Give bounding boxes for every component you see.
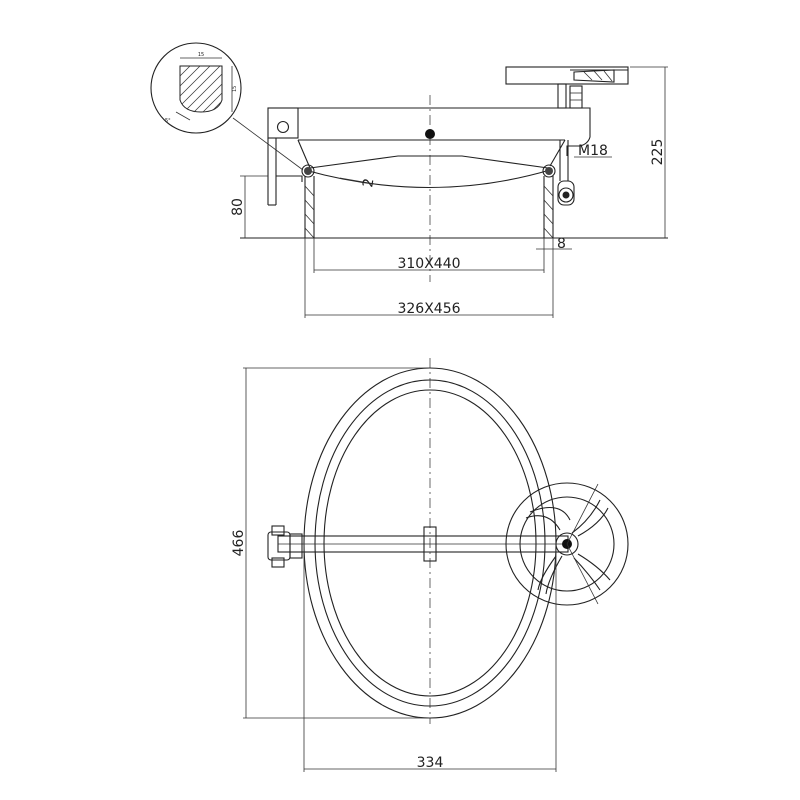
swing-bolt: [557, 140, 575, 206]
dim-2-label: 2: [360, 177, 377, 189]
dim-466-label: 466: [231, 530, 247, 557]
gasket-detail: 15 15 5°: [150, 42, 242, 134]
dim-outer-opening: 326X456: [304, 238, 554, 318]
handwheel-side: [505, 66, 629, 109]
neck: [304, 176, 554, 239]
dim-334-label: 334: [417, 755, 444, 771]
dim-225: 225: [630, 66, 668, 238]
detail-width-label: 15: [198, 52, 204, 58]
dim-334: 334: [303, 543, 557, 772]
detail-leader: [232, 117, 304, 171]
center-bolt: [425, 129, 435, 139]
dim-466: 466: [231, 367, 430, 719]
hinge-pin: [276, 120, 290, 134]
detail-height-label: 15: [232, 86, 238, 92]
cover-dish: [304, 169, 551, 189]
dim-326x456-label: 326X456: [397, 301, 460, 317]
dim-80-label: 80: [230, 198, 246, 216]
side-view: 225 80 M18 2 8 310X440 326X456: [230, 66, 668, 318]
hinge-bracket: [276, 175, 303, 182]
detail-angle-label: 5°: [165, 118, 171, 124]
detail-circle: [150, 42, 242, 134]
gasket-left: [301, 164, 315, 178]
cover-right-slope: [549, 139, 566, 167]
cover-dish-top: [309, 155, 549, 169]
dim-80: 80: [230, 176, 246, 238]
handwheel-top: [505, 482, 629, 606]
dim-310x440-label: 310X440: [397, 256, 460, 272]
dim-8-label: 8: [557, 236, 566, 252]
top-view: 466 334: [231, 358, 629, 772]
dim-225-label: 225: [650, 139, 666, 166]
center-nut: [423, 526, 437, 562]
hinge-block: [267, 107, 299, 139]
cover-top-plate: [268, 107, 591, 156]
dim-m18-label: M18: [578, 143, 608, 159]
gasket-right: [542, 164, 556, 178]
dim-inner-opening: 310X440: [313, 238, 545, 273]
middle-rim: [314, 379, 546, 707]
cover-left-slope: [297, 139, 311, 169]
inner-rim: [323, 389, 537, 697]
